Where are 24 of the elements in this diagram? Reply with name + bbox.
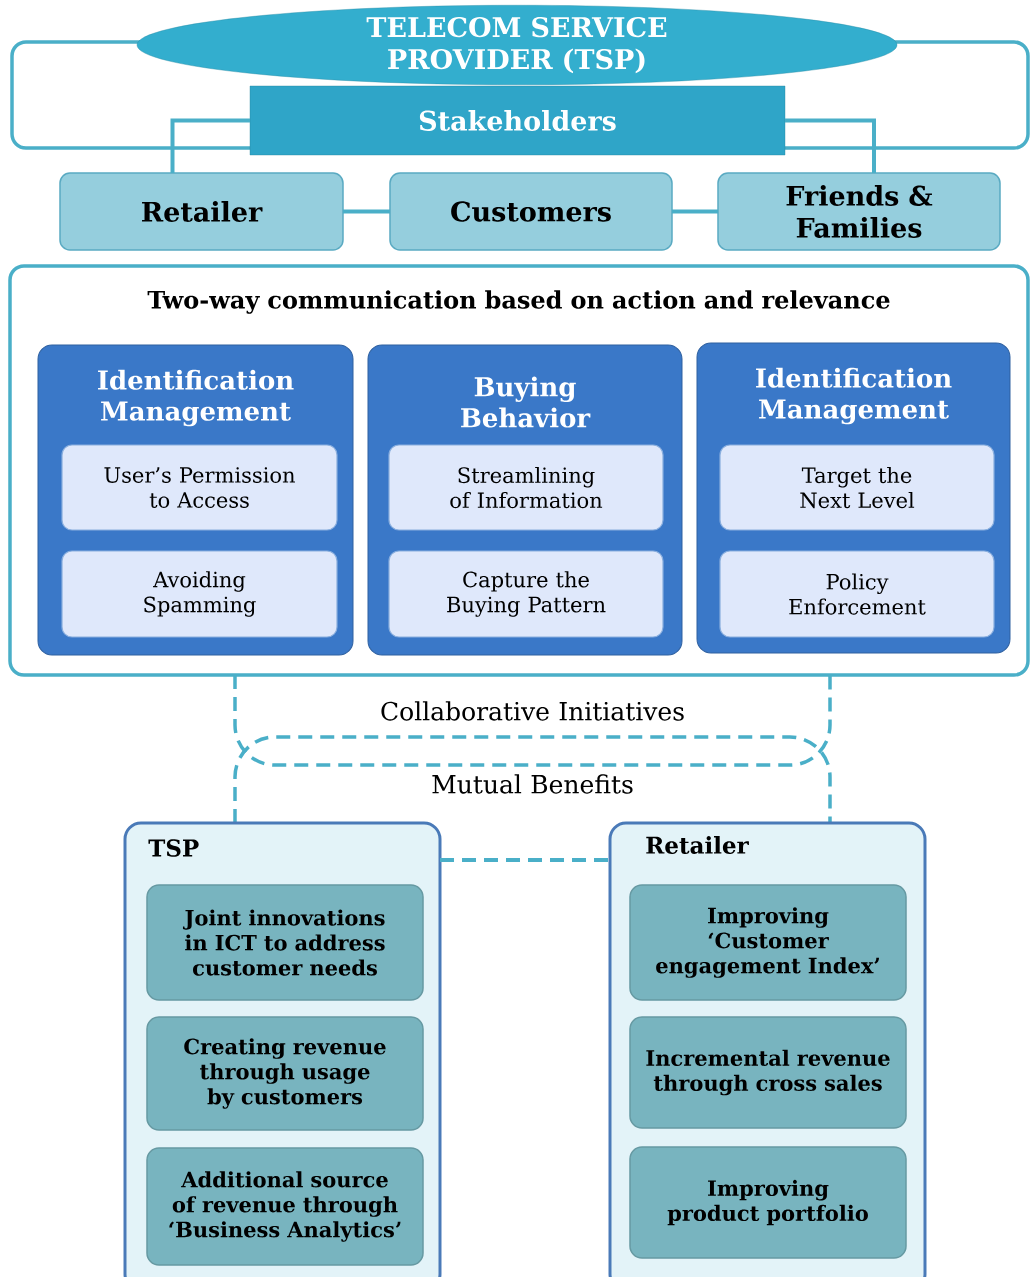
connector [170,118,250,173]
benefit-box: Creating revenue through usage by customers [146,1016,424,1131]
item-box: User’s Permission to Access [61,444,338,531]
dashed-outline: Collaborative Initiatives [233,675,832,767]
item-box: Policy Enforcement [719,550,995,638]
benefit-box: Improving ‘Customer engagement Index’ [629,884,907,1001]
stakeholder-box: Friends & Families [717,172,1001,251]
item-box: Streamlining of Information [388,444,664,531]
connector [440,858,610,862]
benefit-box: Joint innovations in ICT to address customer needs [146,884,424,1001]
connector [672,209,718,214]
benefit-box: Improving product portfolio [629,1146,907,1259]
stakeholder-box: Customers [389,172,673,251]
connector [785,118,876,173]
benefit-box: Incremental revenue through cross sales [629,1016,907,1129]
stakeholder-box: Retailer [59,172,344,251]
benefit-box: Additional source of revenue through ‘Business Analytics’ [146,1147,424,1266]
item-box: Capture the Buying Pattern [388,550,664,638]
dashed-outline: Mutual Benefits [233,735,832,823]
connector [343,209,390,214]
item-box: Target the Next Level [719,444,995,531]
item-box: Avoiding Spamming [61,550,338,638]
stakeholders-box: Stakeholders [249,85,786,156]
ellipse-banner: TELECOM SERVICE PROVIDER (TSP) [136,5,898,85]
